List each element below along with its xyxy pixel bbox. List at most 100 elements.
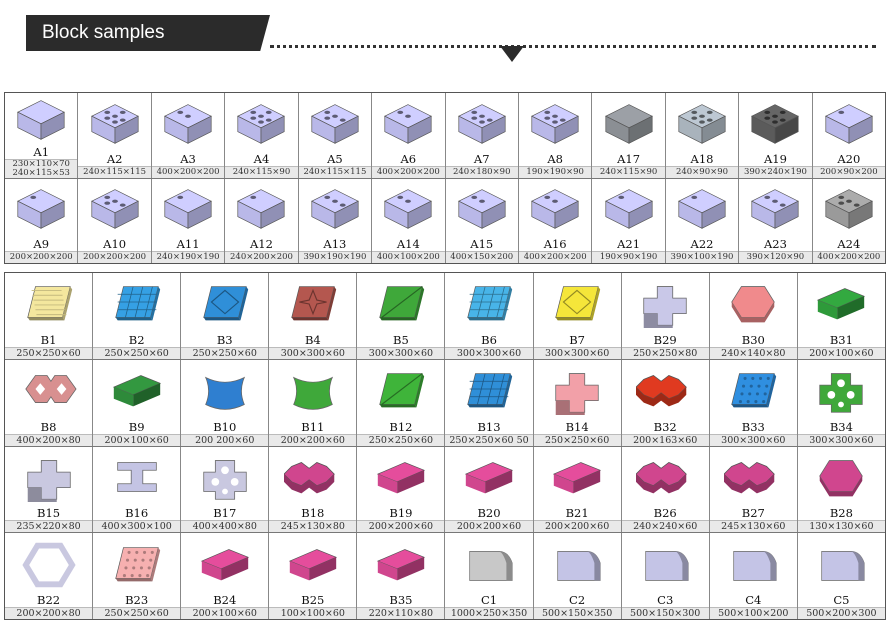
green-curb-icon: [112, 375, 161, 407]
product-code: B13: [477, 419, 501, 434]
product-size: 200×100×60: [797, 346, 885, 359]
double-ring-paver-icon: [24, 375, 77, 404]
size-line: 200×200×60: [368, 521, 434, 533]
lavender-curb-icon: [645, 550, 689, 581]
product-code: A17: [617, 151, 641, 166]
product-code: A14: [396, 237, 420, 251]
product-code: B19: [389, 506, 413, 521]
hexagon-ring-paver-icon: [21, 542, 76, 587]
size-line: 235×220×80: [16, 521, 81, 533]
product-size: 100×100×60: [269, 607, 357, 619]
product-size: 240×200×200: [225, 251, 298, 263]
size-line: 1000×250×350: [450, 608, 528, 619]
perforated-brick-icon: [310, 104, 359, 144]
size-line: 240×140×80: [721, 347, 786, 359]
product-size: 190×190×90: [518, 165, 592, 178]
brown-star-tile-icon: [291, 286, 337, 321]
size-line: 500×200×300: [806, 608, 877, 619]
product-code: B30: [741, 332, 765, 347]
pink-cross-paver-icon: [555, 373, 599, 416]
product-size: 240×115×90: [592, 165, 665, 178]
size-line: 200×200×60: [456, 521, 522, 533]
yellow-tile-icon: [555, 286, 601, 321]
product-code: A7: [473, 151, 490, 166]
product-code: B34: [829, 419, 853, 434]
product-image: [534, 360, 621, 421]
product-size: 240×90×90: [665, 165, 739, 178]
product-size: 200×163×60: [621, 433, 709, 446]
product-size: 200×200×60: [357, 520, 445, 533]
product-code: A5: [327, 151, 343, 166]
pink-tactile-tile-icon: [114, 546, 160, 582]
product-code: B28: [829, 506, 853, 521]
magenta-hex-paver-icon: [819, 460, 864, 497]
product-size: 300×300×60: [269, 346, 357, 359]
size-line: 500×150×300: [630, 608, 701, 619]
size-line: 240×115×115: [303, 166, 367, 177]
round-hole-block-icon: [164, 104, 213, 144]
product-size: 220×110×80: [357, 607, 445, 619]
product-size: 235×220×80: [5, 520, 93, 533]
product-code: B33: [741, 419, 765, 434]
product-size: 500×200×300: [797, 607, 885, 619]
size-line: 240×90×90: [675, 166, 729, 177]
two-cell-block-icon: [384, 104, 433, 144]
size-line: 240×115×90: [599, 166, 658, 177]
pink-hex-paver-icon: [731, 286, 776, 323]
product-image: [225, 93, 297, 153]
product-image: [269, 447, 356, 508]
yellow-striped-tile-icon: [26, 286, 72, 321]
size-line: 200×90×200: [820, 166, 878, 177]
grey-interlock-paver-icon: [26, 460, 71, 502]
product-size: 240×180×90: [445, 165, 518, 178]
product-image: [181, 273, 268, 334]
green-grass-paver-icon: [819, 373, 864, 413]
product-size: 200×200×60: [269, 433, 357, 446]
size-line: 250×250×60: [192, 347, 257, 359]
product-image: [299, 93, 371, 153]
size-line: 220×110×80: [368, 608, 434, 619]
product-image: [269, 533, 356, 594]
product-code: A21: [617, 237, 641, 251]
product-size: 240×140×80: [709, 346, 797, 359]
magenta-dot-tile-icon: [553, 462, 602, 494]
product-image: [78, 179, 150, 239]
two-cell-block-icon: [531, 189, 580, 230]
product-code: B23: [125, 593, 149, 607]
product-code: B25: [301, 593, 325, 607]
product-size: 250×250×60: [181, 346, 269, 359]
size-line: 100×100×60: [280, 608, 345, 619]
thin-block-icon: [384, 189, 433, 230]
product-image: [5, 360, 92, 421]
product-code: C2: [569, 593, 586, 607]
blue-diamond-tile-icon: [203, 286, 248, 321]
size-line: 200×163×60: [633, 434, 698, 446]
product-size: 250×250×60: [5, 346, 93, 359]
size-line: 300×300×60: [368, 347, 434, 359]
